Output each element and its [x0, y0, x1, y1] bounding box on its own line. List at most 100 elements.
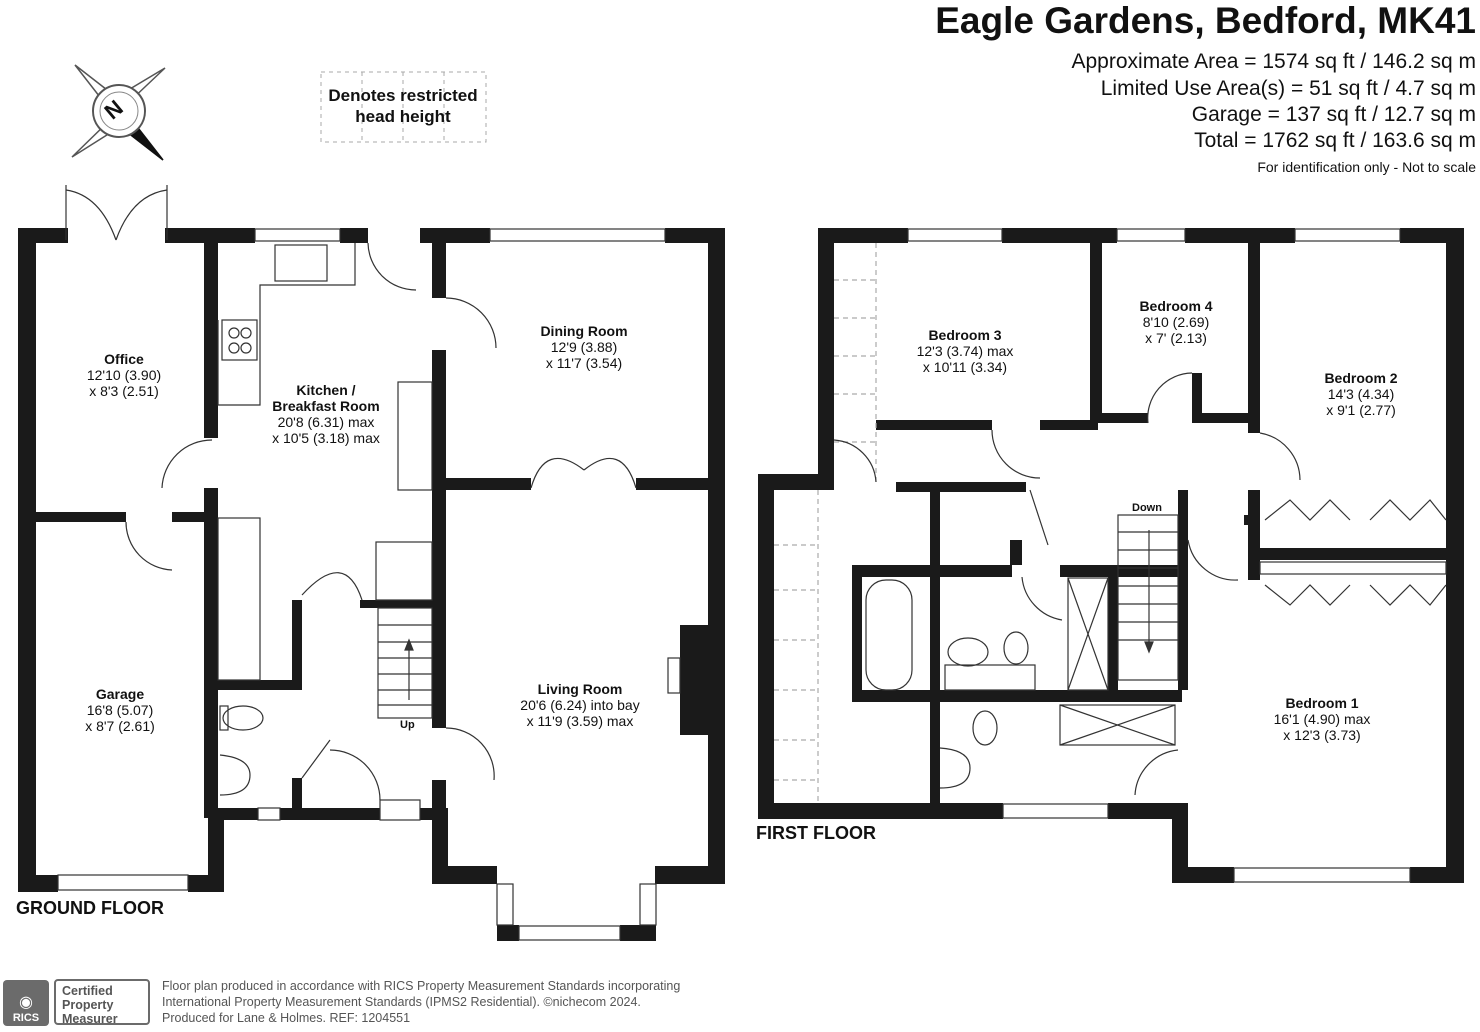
wall — [818, 228, 834, 486]
legend-line-1: Denotes restricted — [328, 86, 478, 105]
wall — [1108, 803, 1188, 819]
wall — [1060, 565, 1180, 577]
wall — [1090, 243, 1102, 423]
restricted-height-legend: Denotes restricted head height — [320, 85, 486, 127]
wall — [680, 625, 708, 735]
wall — [1040, 420, 1098, 430]
room-dim: x 7' (2.13) — [1145, 330, 1207, 346]
room-name: Bedroom 3 — [928, 327, 1002, 343]
footer-line-2: International Property Measurement Stand… — [162, 995, 641, 1009]
room-dim: 16'1 (4.90) max — [1273, 711, 1371, 727]
wall — [36, 512, 126, 522]
wall — [852, 565, 862, 702]
room-name: Living Room — [537, 681, 623, 697]
wall — [1260, 548, 1446, 560]
wall — [432, 780, 446, 820]
wall — [432, 808, 448, 884]
badge-line: Certified — [62, 984, 113, 998]
badge-line: Measurer — [62, 1012, 118, 1026]
wall — [432, 866, 497, 884]
room-dim: x 11'9 (3.59) max — [526, 713, 634, 729]
ground-floor-plan — [18, 228, 725, 941]
wall — [18, 228, 36, 892]
stairs-up-label: Up — [400, 719, 415, 731]
wall — [818, 228, 908, 243]
wall — [1178, 490, 1188, 690]
room-name: Dining Room — [540, 323, 628, 339]
stairs-down-label: Down — [1132, 502, 1162, 514]
wall — [1108, 565, 1118, 702]
first-floor-plan — [758, 228, 1464, 883]
wall — [1200, 413, 1258, 423]
wall — [340, 228, 368, 243]
wall — [280, 808, 380, 820]
wall — [18, 875, 58, 892]
wall — [636, 478, 716, 490]
room-name: Bedroom 1 — [1285, 695, 1359, 711]
wall — [1172, 867, 1234, 883]
room-dim: x 8'7 (2.61) — [85, 718, 155, 734]
wall — [218, 680, 302, 690]
wall — [165, 228, 255, 243]
room-dim: 8'10 (2.69) — [1142, 314, 1210, 330]
room-dim: x 10'5 (3.18) max — [272, 430, 380, 446]
wall — [1098, 413, 1148, 423]
room-dim: 14'3 (4.34) — [1327, 386, 1395, 402]
wall — [852, 690, 1182, 702]
room-dim: 20'6 (6.24) into bay — [520, 697, 640, 713]
room-name: Kitchen / — [296, 382, 356, 398]
room-dim: 12'10 (3.90) — [86, 367, 162, 383]
wall — [1002, 228, 1117, 243]
room-bedroom-3: Bedroom 3 12'3 (3.74) max x 10'11 (3.34) — [917, 327, 1014, 375]
wall — [432, 243, 446, 298]
wall — [758, 474, 834, 490]
wall — [876, 420, 992, 430]
wall — [655, 866, 725, 884]
wall — [708, 228, 725, 884]
ground-floor-label: GROUND FLOOR — [16, 898, 164, 918]
room-bedroom-1: Bedroom 1 16'1 (4.90) max x 12'3 (3.73) — [1274, 695, 1371, 743]
room-dim: 20'8 (6.31) max — [277, 414, 375, 430]
wall — [292, 600, 302, 690]
rics-logo-icon: ◉ RICS — [3, 980, 49, 1026]
room-dim: 12'9 (3.88) — [550, 339, 618, 355]
area-limited-use: Limited Use Area(s) = 51 sq ft / 4.7 sq … — [1100, 77, 1476, 100]
scale-disclaimer: For identification only - Not to scale — [1257, 159, 1476, 175]
wall — [420, 228, 490, 243]
wall — [758, 474, 774, 819]
room-dim: x 9'1 (2.77) — [1326, 402, 1396, 418]
wall — [204, 243, 218, 438]
wall — [1446, 228, 1464, 883]
wall — [1248, 243, 1260, 433]
wall — [172, 512, 212, 522]
wall — [852, 565, 1012, 577]
wall — [497, 925, 519, 941]
wall — [758, 803, 1003, 819]
ground-floor-fixtures — [57, 185, 681, 941]
room-name: Breakfast Room — [272, 398, 380, 414]
wall — [1192, 373, 1202, 423]
room-garage: Garage 16'8 (5.07) x 8'7 (2.61) — [85, 686, 155, 734]
wall — [896, 482, 1026, 492]
wall — [432, 350, 446, 728]
area-garage: Garage = 137 sq ft / 12.7 sq m — [1191, 103, 1476, 126]
rics-badge-text: Certified Property Measurer — [54, 979, 150, 1026]
wall — [1244, 515, 1260, 525]
compass-icon — [71, 64, 166, 161]
property-title: Eagle Gardens, Bedford, MK41 — [935, 0, 1476, 41]
wall — [208, 808, 258, 820]
room-kitchen: Kitchen / Breakfast Room 20'8 (6.31) max… — [272, 382, 380, 446]
wall — [930, 482, 940, 812]
area-total: Total = 1762 sq ft / 163.6 sq m — [1194, 129, 1476, 152]
room-bedroom-4: Bedroom 4 8'10 (2.69) x 7' (2.13) — [1139, 298, 1212, 346]
room-dim: x 10'11 (3.34) — [922, 359, 1008, 375]
room-name: Bedroom 2 — [1324, 370, 1398, 386]
wall — [204, 488, 218, 818]
legend-line-2: head height — [355, 107, 451, 126]
first-floor-fixtures — [774, 228, 1447, 883]
room-office: Office 12'10 (3.90) x 8'3 (2.51) — [87, 351, 161, 399]
wall — [1248, 490, 1260, 580]
room-dim: 12'3 (3.74) max — [916, 343, 1014, 359]
room-dining: Dining Room 12'9 (3.88) x 11'7 (3.54) — [540, 323, 627, 371]
